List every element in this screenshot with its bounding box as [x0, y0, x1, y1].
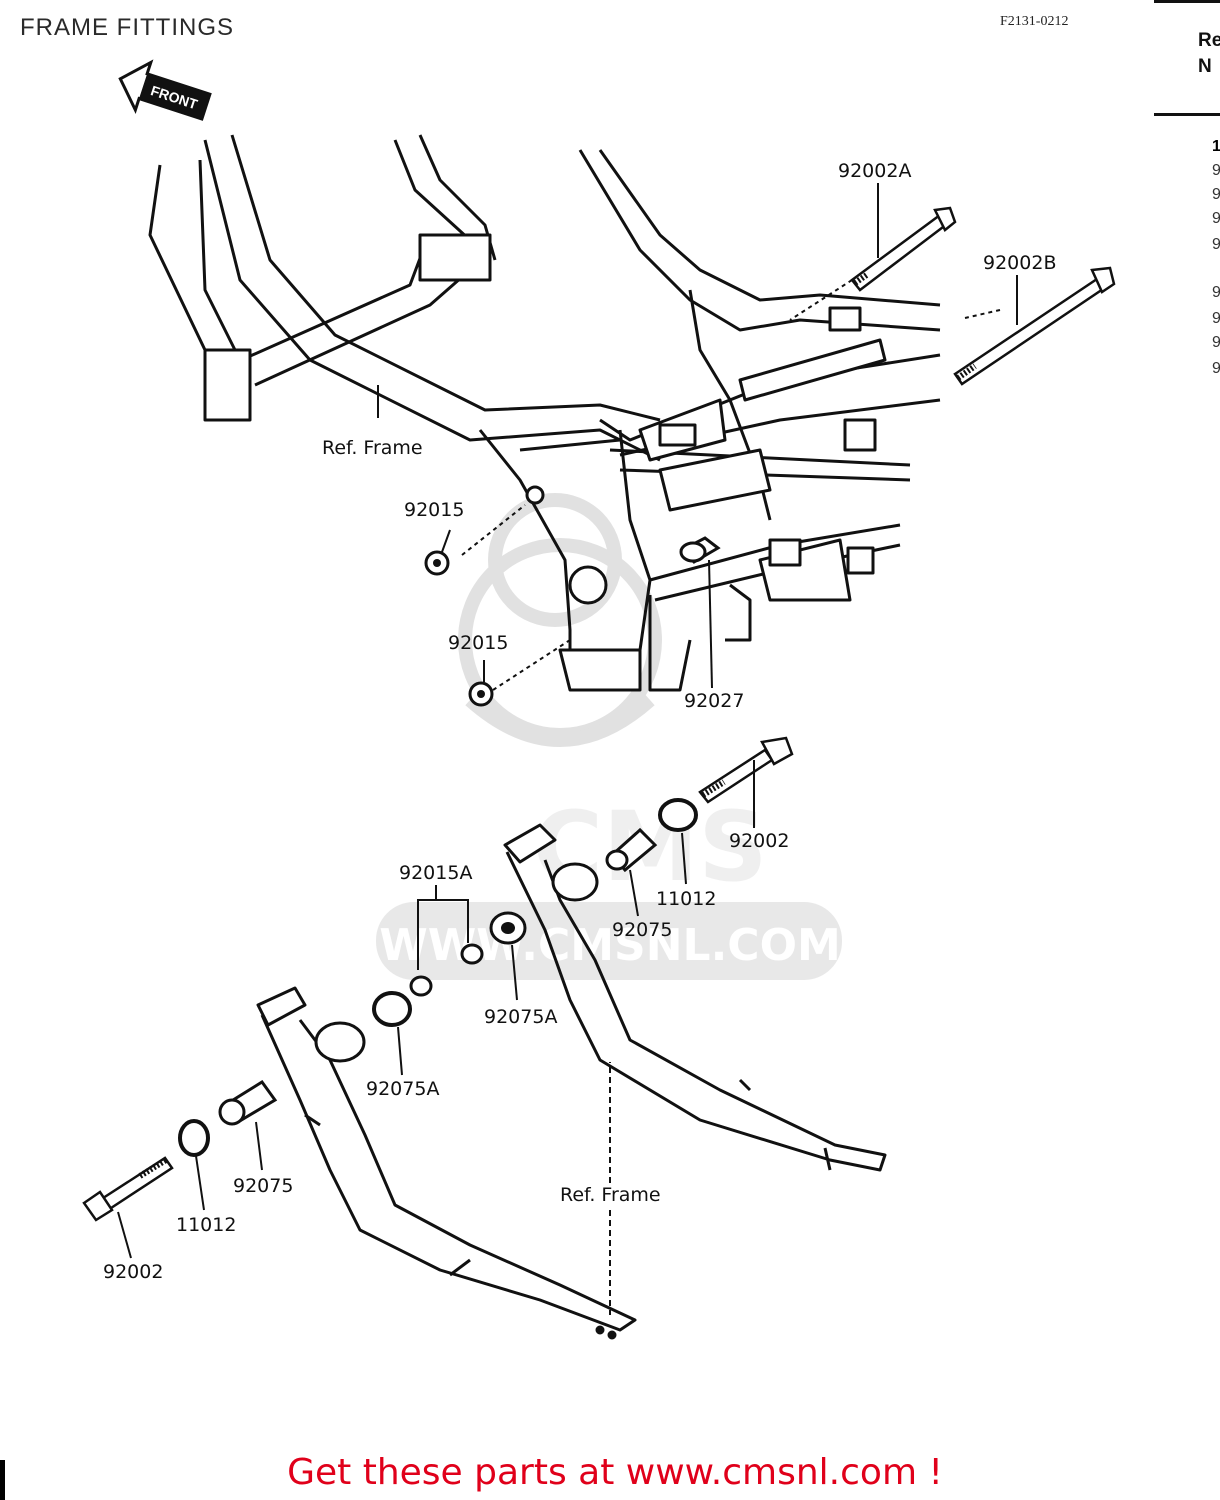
callout-92002-left: 92002	[103, 1261, 164, 1283]
upper-frame	[148, 134, 941, 692]
collar-92027	[679, 536, 721, 564]
table-row-digit: 9	[1212, 310, 1220, 327]
callout-92075-right: 92075	[612, 919, 673, 941]
callout-11012-right: 11012	[656, 888, 717, 910]
bolt-92002-left	[82, 1156, 174, 1222]
table-row-digit: 9	[1212, 334, 1220, 351]
leader-lines	[117, 183, 1018, 1315]
callout-ref-frame-bottom: Ref. Frame	[560, 1184, 661, 1206]
bolt-92002B	[953, 266, 1116, 386]
bolt-92002A	[850, 206, 957, 292]
table-row-digit: 1	[1212, 138, 1220, 155]
table-row-digit: 9	[1212, 360, 1220, 377]
table-header-no: N	[1198, 56, 1212, 77]
callout-92075A-right: 92075A	[484, 1006, 558, 1028]
nut-92015A-left	[409, 975, 433, 997]
callout-92027: 92027	[684, 690, 745, 712]
callout-92075-left: 92075	[233, 1175, 294, 1197]
diagram-title: FRAME FITTINGS	[20, 14, 234, 41]
page-edge-bar	[0, 1460, 5, 1500]
footer-promo-link[interactable]: Get these parts at www.cmsnl.com !	[287, 1452, 943, 1493]
front-arrow: FRONT	[118, 59, 212, 121]
watermark-text: WWW.CMSNL.COM	[379, 920, 841, 971]
callout-92075A-left: 92075A	[366, 1078, 440, 1100]
nut-92015-lower	[468, 681, 494, 707]
callout-92015-lower: 92015	[448, 632, 509, 654]
callout-92002-right: 92002	[729, 830, 790, 852]
nut-92015-upper	[424, 550, 450, 576]
lower-right-frame	[503, 823, 887, 1172]
washer-11012-left	[178, 1119, 210, 1157]
bush-92075A-left	[372, 991, 412, 1027]
table-top-rule	[1154, 0, 1220, 3]
watermark-logo	[458, 493, 662, 747]
nut-92015A-right	[460, 943, 484, 965]
washer-11012-right	[658, 798, 698, 832]
watermark: WWW.CMSNL.COM CMS	[376, 493, 842, 980]
callout-92002A: 92002A	[838, 160, 912, 182]
lower-left-frame	[256, 986, 637, 1340]
table-header-ref: Re	[1198, 30, 1220, 51]
bush-92075-right	[605, 827, 658, 873]
bush-92075-left	[218, 1079, 278, 1126]
callout-92002B: 92002B	[983, 252, 1057, 274]
callout-92015A: 92015A	[399, 862, 473, 884]
table-row-digit: 9	[1212, 162, 1220, 179]
table-row-digit: 9	[1212, 210, 1220, 227]
table-header-rule	[1154, 113, 1220, 116]
table-row-digit: 9	[1212, 284, 1220, 301]
table-row-digit: 9	[1212, 186, 1220, 203]
bush-92075A-right	[489, 911, 527, 945]
callout-92015-upper: 92015	[404, 499, 465, 521]
table-row-digit: 9	[1212, 236, 1220, 253]
callout-11012-left: 11012	[176, 1214, 237, 1236]
callout-ref-frame-top: Ref. Frame	[322, 437, 423, 459]
diagram-ref-code: F2131-0212	[1000, 14, 1069, 29]
